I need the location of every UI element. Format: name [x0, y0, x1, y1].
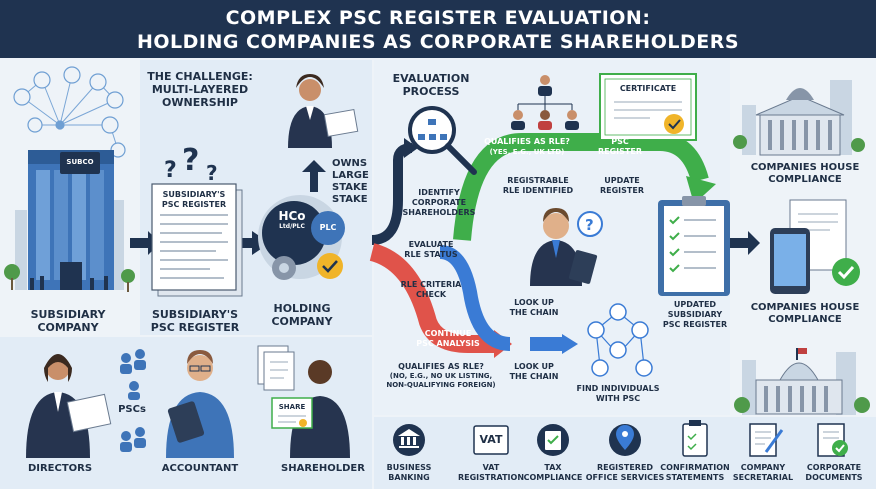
consultant-with-tablet-icon: ?: [530, 208, 603, 286]
accountant-person-icon: [166, 350, 234, 458]
share-document-label: SHARE: [278, 403, 306, 411]
accountant-label: ACCOUNTANT: [161, 463, 239, 474]
shareholder-label: SHAREHOLDER: [281, 463, 365, 474]
rle-no-label: QUALIFIES AS RLE?(NO, e.g., NO UK LISTIN…: [386, 362, 496, 389]
pscs-people-icon: [120, 349, 146, 452]
page-title-line2: HOLDING COMPANIES AS CORPORATE SHAREHOLD…: [136, 31, 740, 53]
hco-label: HCo Ltd/PLC: [278, 209, 306, 231]
directors-label: DIRECTORS: [27, 463, 93, 474]
government-building-icon: [734, 348, 870, 415]
plc-badge: PLC: [319, 223, 337, 232]
person-with-document-icon: [288, 74, 359, 148]
certificate-title: CERTIFICATE: [619, 84, 677, 93]
svg-text:?: ?: [182, 143, 199, 178]
pscs-label: PSCs: [118, 404, 146, 415]
question-marks: ? ? ?: [164, 143, 218, 185]
header-banner: COMPLEX PSC REGISTER EVALUATION: HOLDING…: [0, 0, 876, 58]
magnifier-org-chart-icon: [408, 106, 477, 175]
svg-text:?: ?: [585, 216, 594, 234]
phone-documents-icon: [770, 199, 860, 294]
companies-house-building-icon: [733, 80, 865, 156]
register-document-icon: [151, 183, 243, 297]
svg-text:?: ?: [164, 158, 177, 183]
vat-icon-text: VAT: [479, 433, 503, 446]
process-flow-paths: [369, 133, 716, 358]
building-sign: SUBCO: [66, 158, 94, 166]
shareholder-person-icon: [271, 360, 350, 458]
service-icons: [393, 420, 848, 457]
updated-register-clipboard-icon: [658, 196, 730, 296]
svg-text:?: ?: [206, 161, 218, 185]
director-person-icon: [26, 354, 112, 458]
subsidiary-building-icon: [4, 150, 135, 292]
page-title-line1: COMPLEX PSC REGISTER EVALUATION:: [225, 7, 651, 29]
document-stack-icon: [257, 345, 295, 391]
certificate-icon: [599, 73, 697, 141]
holding-company-gears-icon: [258, 195, 345, 280]
org-chart-people-icon: [511, 75, 579, 130]
green-arrow-rle-yes: QUALIFIES AS RLE?(YES, e.g., UK LTD): [484, 137, 570, 156]
